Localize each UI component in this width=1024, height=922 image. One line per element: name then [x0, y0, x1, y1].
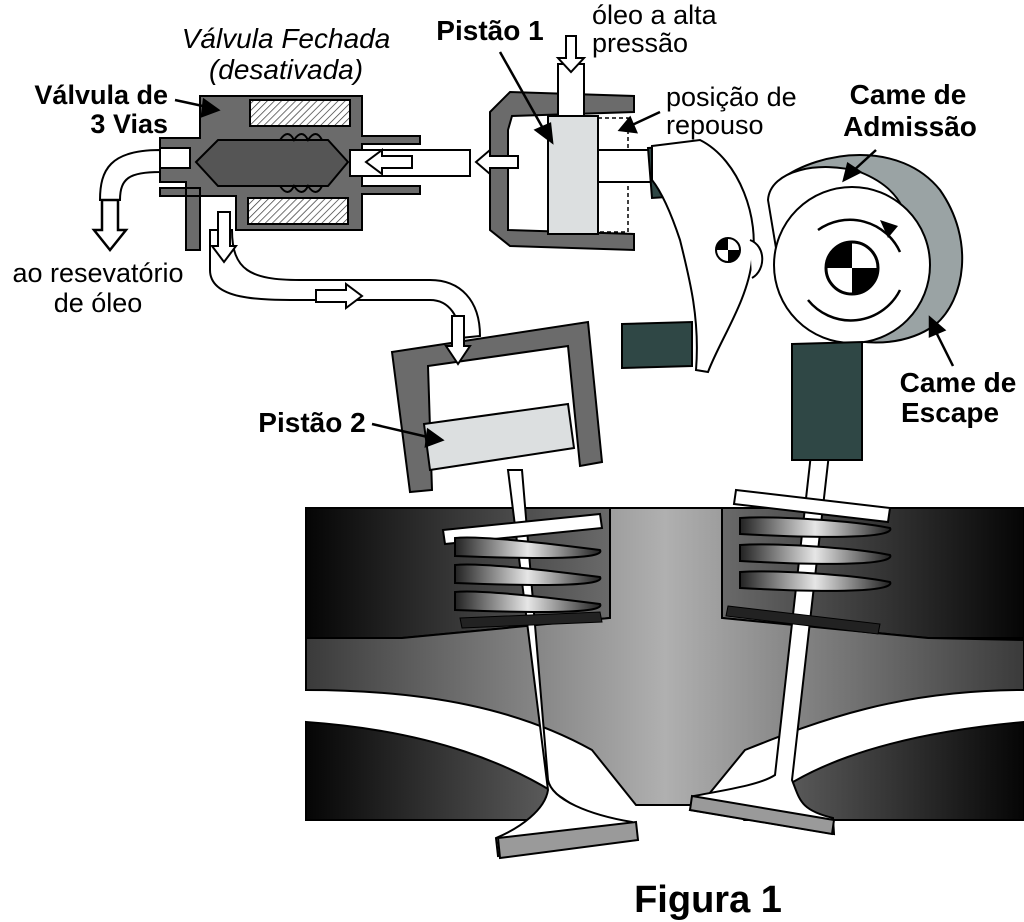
- figure-caption: Figura 1: [634, 879, 782, 921]
- leader-exhaust-cam-head: [928, 315, 947, 338]
- intake-spring: [454, 536, 602, 613]
- camshaft: [766, 154, 964, 461]
- label-rest-line1: posição de: [666, 82, 797, 112]
- intake-valve: [441, 469, 640, 860]
- label-piston2: Pistão 2: [258, 407, 365, 438]
- label-exhaust-cam-line1: Came de: [900, 367, 1017, 398]
- leader-piston1: [498, 51, 547, 133]
- leader-exhaust-cam: [933, 329, 955, 367]
- leader-intake-cam-head: [842, 161, 863, 183]
- label-valve3-line2: 3 Vias: [90, 109, 168, 139]
- three-way-valve: [159, 95, 471, 251]
- label-piston1: Pistão 1: [436, 15, 543, 46]
- flow-arrows: [91, 35, 587, 366]
- leader-rest-head: [617, 115, 639, 134]
- labels: Válvula de 3 Vias Válvula Fechada (desat…: [12, 0, 1016, 921]
- cylinder-head: [305, 507, 1024, 821]
- piston-2-cylinder: [390, 320, 604, 494]
- leader-rest: [629, 110, 661, 128]
- exhaust-valve: [688, 444, 892, 836]
- label-reservoir-line1: ao resevatório: [12, 258, 183, 288]
- leader-piston2-head: [424, 427, 445, 448]
- label-intake-cam-line1: Came de: [850, 79, 967, 110]
- label-exhaust-cam-line2: Escape: [901, 397, 999, 428]
- label-oil-line2: pressão: [592, 28, 688, 58]
- rocker-arm: [621, 138, 764, 374]
- leader-valve3-head: [200, 97, 221, 118]
- label-intake-cam-line2: Admissão: [843, 111, 977, 142]
- label-reservoir-line2: de óleo: [54, 288, 143, 318]
- label-valve3-line1: Válvula de: [34, 80, 168, 110]
- label-closed-line2: (desativada): [209, 54, 363, 85]
- leader-piston2: [371, 422, 433, 440]
- exhaust-spring: [739, 516, 892, 592]
- label-rest-line2: repouso: [666, 110, 764, 140]
- leader-lines: [174, 51, 955, 448]
- label-oil-line1: óleo a alta: [592, 0, 718, 30]
- label-closed-line1: Válvula Fechada: [182, 23, 391, 54]
- leader-piston1-head: [533, 122, 554, 145]
